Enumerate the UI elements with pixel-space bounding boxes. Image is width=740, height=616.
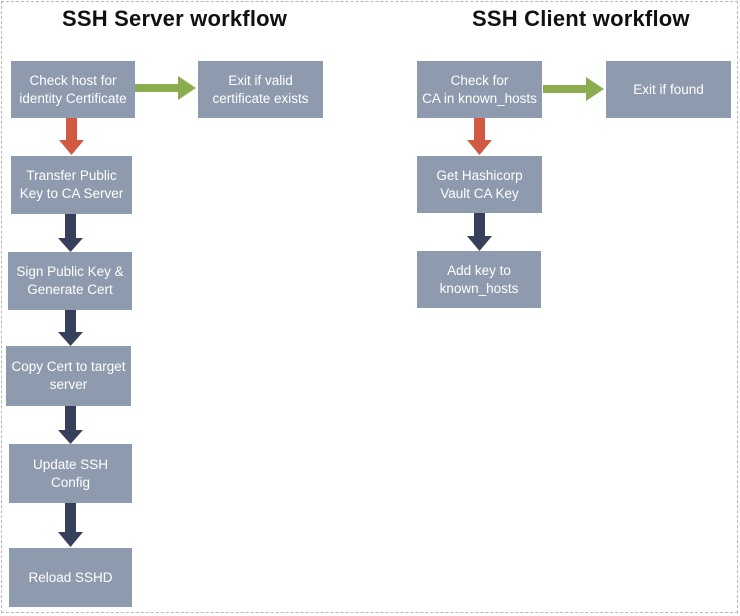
arrow-server-4-5: [58, 406, 83, 444]
client-workflow-title: SSH Client workflow: [472, 6, 690, 31]
server-step-reload-sshd: Reload SSHD: [9, 548, 132, 607]
arrow-client-2-3: [467, 213, 492, 251]
arrow-client-not-found: [467, 118, 492, 155]
server-exit-box: Exit if valid certificate exists: [198, 61, 323, 118]
arrow-server-5-6: [58, 503, 83, 547]
server-step-transfer-key: Transfer Public Key to CA Server: [11, 156, 132, 214]
arrow-server-2-3: [58, 214, 83, 252]
client-step-get-vault-key: Get Hashicorp Vault CA Key: [417, 156, 542, 213]
client-step-add-key: Add key to known_hosts: [417, 251, 541, 308]
client-step-check-ca: Check for CA in known_hosts: [417, 61, 542, 118]
server-step-sign-key: Sign Public Key & Generate Cert: [8, 252, 132, 310]
arrow-server-no-cert: [59, 118, 84, 155]
server-workflow-title: SSH Server workflow: [62, 6, 288, 31]
arrow-client-exit: [543, 77, 604, 101]
server-step-check-host: Check host for identity Certificate: [11, 61, 135, 118]
client-exit-box: Exit if found: [606, 61, 731, 118]
arrow-server-exit: [135, 76, 196, 100]
server-step-copy-cert: Copy Cert to target server: [6, 346, 131, 406]
arrow-server-3-4: [58, 310, 83, 346]
server-step-update-config: Update SSH Config: [9, 444, 132, 503]
